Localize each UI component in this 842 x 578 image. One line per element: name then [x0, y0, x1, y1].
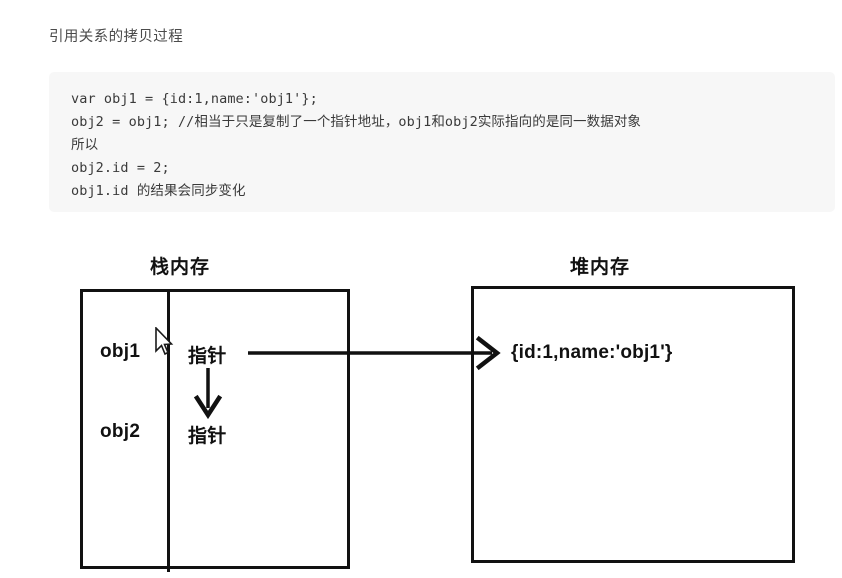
code-line: obj1.id 的结果会同步变化: [71, 183, 246, 199]
stack-slot-value-obj2: 指针: [188, 426, 227, 447]
stack-column-divider: [167, 289, 170, 572]
code-line: obj2.id = 2;: [71, 160, 170, 176]
code-line: var obj1 = {id:1,name:'obj1'};: [71, 91, 318, 107]
stack-memory-box: [80, 289, 350, 569]
heap-memory-heading: 堆内存: [569, 257, 630, 278]
pointer-arrow-head-down: [193, 394, 223, 420]
code-line: 所以: [71, 137, 99, 153]
page-title: 引用关系的拷贝过程: [49, 29, 184, 45]
stack-slot-name-obj2: obj2: [100, 421, 141, 442]
stack-slot-name-obj1: obj1: [100, 341, 141, 362]
stack-slot-value-obj1: 指针: [188, 346, 227, 367]
mouse-pointer-icon: [155, 327, 174, 356]
code-line: obj2 = obj1; //相当于只是复制了一个指针地址，obj1和obj2实…: [71, 114, 642, 130]
heap-object-value: {id:1,name:'obj1'}: [511, 342, 673, 363]
heap-memory-box: [471, 286, 795, 563]
stack-memory-heading: 栈内存: [149, 257, 210, 278]
pointer-arrow-head-right: [475, 335, 501, 371]
code-block: var obj1 = {id:1,name:'obj1'}; obj2 = ob…: [49, 72, 835, 212]
